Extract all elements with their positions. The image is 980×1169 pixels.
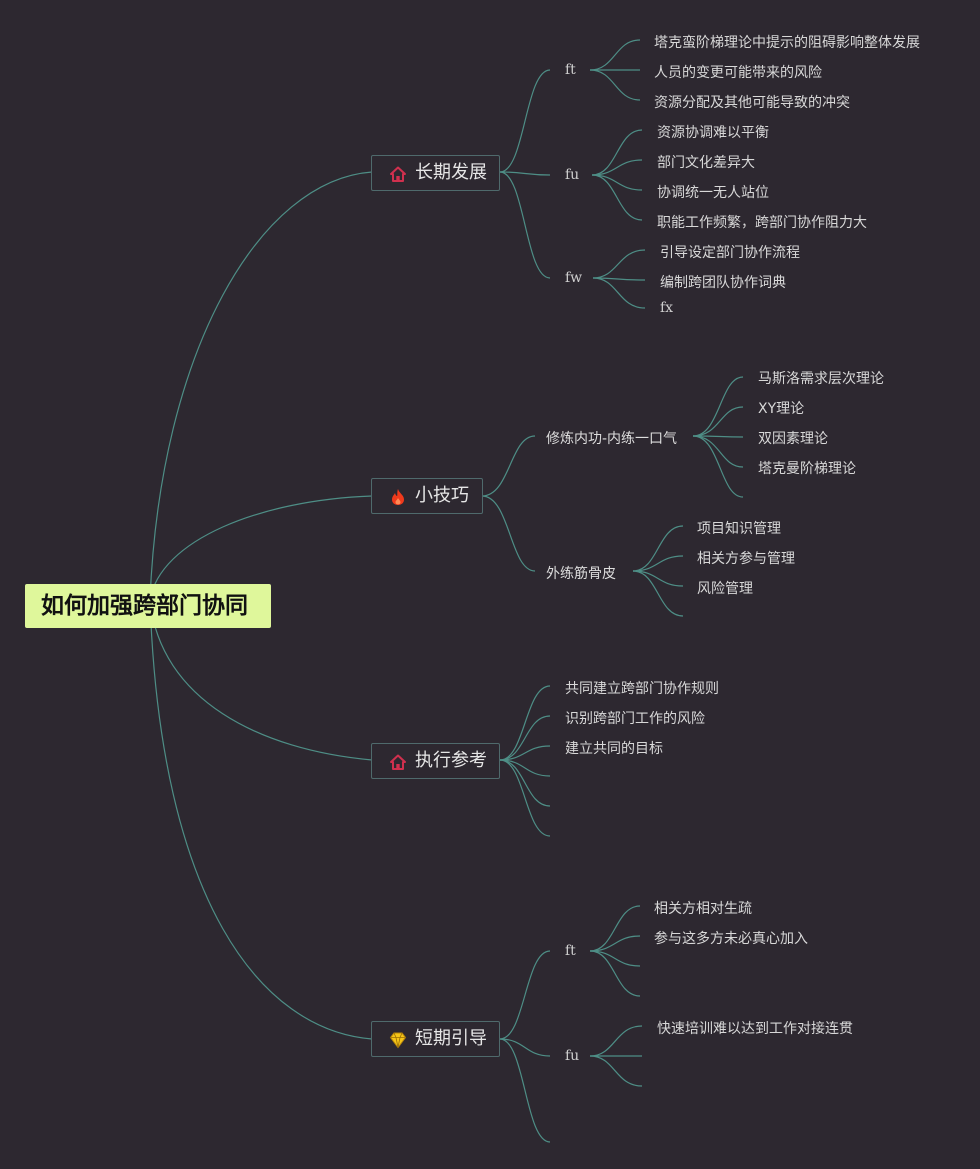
leaf-item[interactable]: 资源协调难以平衡 — [657, 125, 769, 141]
leaf-item[interactable]: 部门文化差异大 — [657, 155, 755, 171]
topic-short-term[interactable]: 短期引导 — [371, 1021, 500, 1057]
house-icon — [390, 166, 406, 182]
leaf-item[interactable]: 相关方相对生疏 — [654, 901, 752, 917]
topic-execution[interactable]: 执行参考 — [371, 743, 500, 779]
subtopic-outer-skill[interactable]: 外练筋骨皮 — [546, 566, 616, 582]
topic-label: 执行参考 — [415, 750, 487, 771]
leaf-item[interactable]: XY理论 — [758, 401, 805, 417]
leaf-item[interactable]: 双因素理论 — [758, 431, 828, 447]
topic-label: 长期发展 — [415, 162, 487, 183]
subtopic-inner-skill[interactable]: 修炼内功-内练一口气 — [546, 431, 678, 447]
leaf-item[interactable]: 快速培训难以达到工作对接连贯 — [657, 1021, 853, 1037]
leaf-item[interactable]: 塔克蛮阶梯理论中提示的阻碍影响整体发展 — [654, 35, 920, 51]
subtopic-fu[interactable]: fu — [565, 1048, 580, 1064]
root-topic[interactable]: 如何加强跨部门协同 — [25, 584, 271, 628]
leaf-item[interactable]: 编制跨团队协作词典 — [660, 275, 786, 291]
leaf-item[interactable]: 人员的变更可能带来的风险 — [654, 65, 822, 81]
topic-long-term[interactable]: 长期发展 — [371, 155, 500, 191]
leaf-item[interactable]: 风险管理 — [697, 581, 753, 597]
leaf-item[interactable]: 马斯洛需求层次理论 — [758, 371, 884, 387]
leaf-item[interactable]: 塔克曼阶梯理论 — [758, 461, 856, 477]
leaf-item[interactable]: 资源分配及其他可能导致的冲突 — [654, 95, 850, 111]
leaf-item[interactable]: 共同建立跨部门协作规则 — [565, 681, 719, 697]
fire-icon — [392, 489, 404, 505]
diamond-icon — [389, 1032, 407, 1049]
subtopic-fw[interactable]: fw — [565, 270, 583, 286]
leaf-item[interactable]: fx — [660, 300, 674, 316]
leaf-item[interactable]: 职能工作频繁，跨部门协作阻力大 — [657, 215, 867, 231]
leaf-item[interactable]: 协调统一无人站位 — [657, 185, 769, 201]
leaf-item[interactable]: 建立共同的目标 — [565, 741, 663, 757]
subtopic-fu[interactable]: fu — [565, 167, 580, 183]
subtopic-ft[interactable]: ft — [565, 943, 576, 959]
topic-label: 小技巧 — [415, 485, 469, 506]
leaf-item[interactable]: 识别跨部门工作的风险 — [565, 711, 705, 727]
subtopic-ft[interactable]: ft — [565, 62, 576, 78]
house-icon — [390, 754, 406, 770]
leaf-item[interactable]: 引导设定部门协作流程 — [660, 245, 800, 261]
leaf-item[interactable]: 项目知识管理 — [697, 521, 781, 537]
topic-label: 短期引导 — [415, 1028, 487, 1049]
topic-tips[interactable]: 小技巧 — [371, 478, 483, 514]
leaf-item[interactable]: 相关方参与管理 — [697, 551, 795, 567]
leaf-item[interactable]: 参与这多方未必真心加入 — [654, 931, 808, 947]
